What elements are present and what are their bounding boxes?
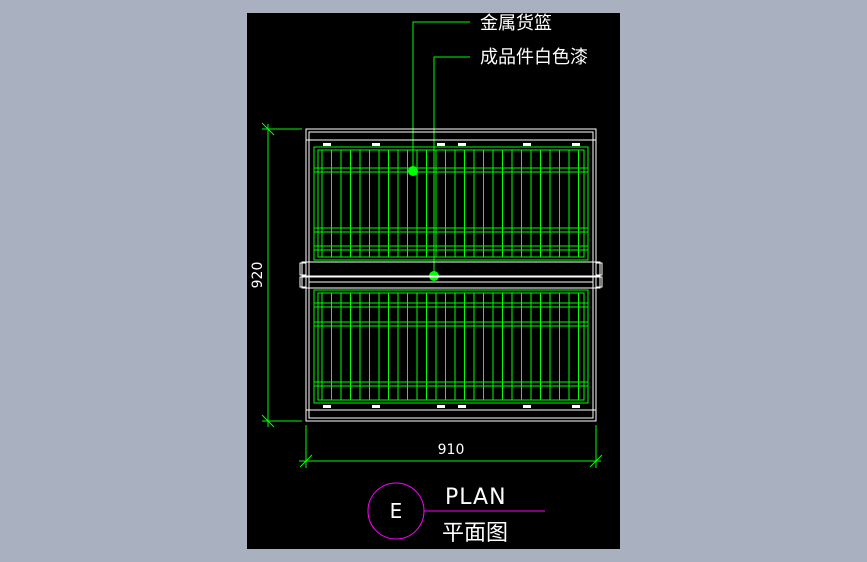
annotation-white-paint: 成品件白色漆 — [480, 47, 588, 68]
shelf-frame — [299, 128, 603, 422]
title-plan-cn: 平面图 — [442, 521, 508, 546]
upper-metal-basket — [313, 146, 589, 261]
dimension-height-label: 920 — [250, 262, 266, 289]
title-plan-en: PLAN — [445, 485, 507, 510]
leader-lines — [412, 21, 470, 276]
dimension-width-label: 910 — [438, 442, 465, 458]
lower-metal-basket — [313, 289, 589, 404]
annotation-metal-basket: 金属货篮 — [480, 13, 552, 34]
dimension-height — [261, 122, 302, 428]
title-circle-letter: E — [390, 499, 403, 523]
basket-clips — [323, 143, 580, 408]
dimension-width — [299, 425, 603, 468]
